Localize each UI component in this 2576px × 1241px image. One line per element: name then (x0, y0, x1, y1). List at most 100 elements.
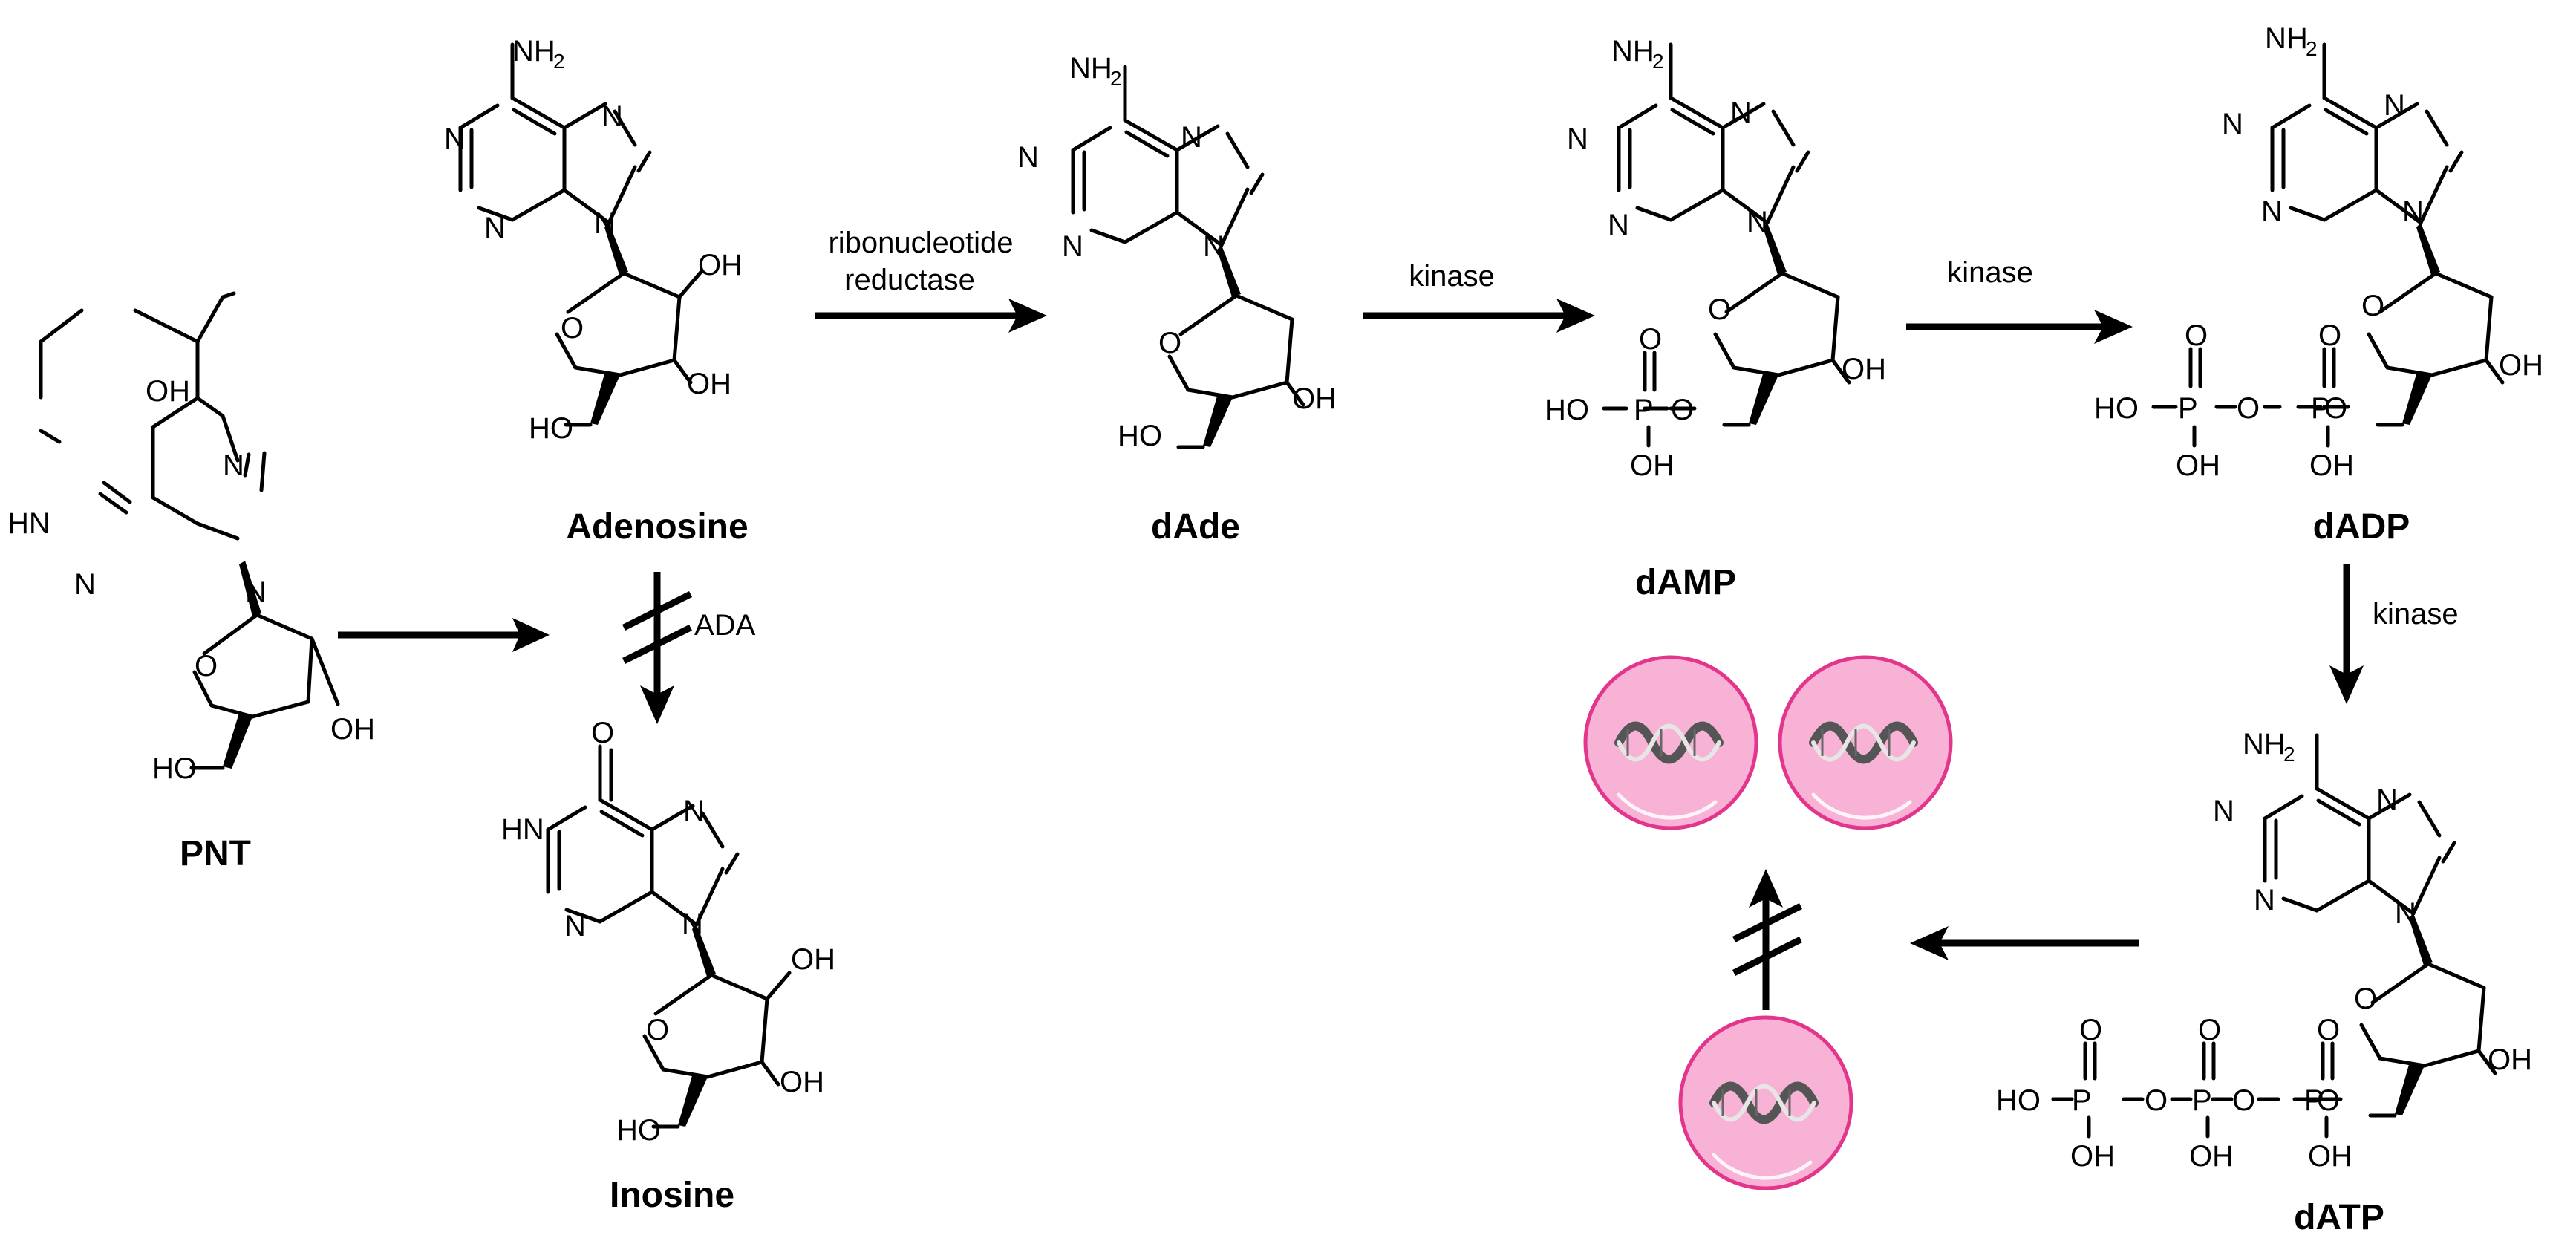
datp-nh2-subscript: 2 (2283, 743, 2295, 766)
inosine-n9-label: N (682, 908, 703, 941)
datp-p1-label: P (2304, 1084, 2324, 1117)
datp-p3-o-label: O (2079, 1014, 2102, 1046)
adenosine-label: Adenosine (566, 507, 748, 547)
datp-ring-o-label: O (2354, 983, 2377, 1015)
dade-n1-label: N (1017, 141, 1039, 174)
inosine-oh2-label: OH (791, 943, 835, 976)
inosine-n3-label: N (564, 910, 586, 942)
dadp-oh-label: OH (2499, 349, 2543, 382)
pnt-n2-label: N (74, 568, 96, 601)
adenosine-oh3-label: OH (687, 368, 731, 400)
dade-structure (1073, 67, 1305, 449)
ribonucleotide-reductase-label-line2: reductase (844, 264, 975, 296)
damp-structure (1619, 45, 1851, 427)
dadp-p1-oh-label: OH (2309, 449, 2354, 482)
cell-dna-2 (1780, 657, 1951, 828)
dade-n9-label: N (1203, 230, 1225, 263)
dadp-n1-label: N (2222, 108, 2243, 140)
adenosine-n7-label: N (601, 100, 623, 133)
dade-n7-label: N (1181, 121, 1202, 154)
dadp-p2-oh-label: OH (2176, 449, 2220, 482)
damp-po-label: O (1639, 323, 1662, 356)
inosine-ring-o-label: O (646, 1014, 669, 1046)
damp-n7-label: N (1730, 97, 1752, 129)
inosine-hn-label: HN (501, 813, 544, 846)
arrow-dade-to-damp (1363, 299, 1595, 333)
damp-p-label: P (1634, 394, 1654, 426)
datp-p2-label: P (2192, 1084, 2212, 1117)
datp-nh2-label: NH (2243, 728, 2286, 760)
pnt-label: PNT (180, 834, 251, 873)
pnt-o-label: O (195, 650, 218, 683)
kinase-label-2: kinase (1947, 256, 2033, 289)
dadp-o5-label: O (2324, 392, 2347, 425)
ada-label: ADA (694, 609, 756, 642)
pnt-hn-label: HN (7, 507, 50, 540)
inosine-n7-label: N (683, 795, 705, 827)
adenosine-oh2-label: OH (698, 249, 743, 281)
datp-p1-oh-label: OH (2308, 1140, 2352, 1173)
cell-dna-3 (1680, 1017, 1851, 1188)
arrow-adenosine-to-dade (815, 299, 1047, 333)
pnt-structure: OH HN N N N O OH HO (7, 291, 375, 785)
dadp-phosphates (2151, 347, 2350, 448)
adenosine-nh2-subscript: 2 (553, 50, 565, 73)
datp-p3-label: P (2072, 1084, 2092, 1117)
dadp-p1-label: P (2311, 392, 2331, 425)
damp-n9-label: N (1747, 206, 1768, 238)
datp-n3-label: N (2254, 884, 2275, 916)
datp-bridge2-o-label: O (2145, 1084, 2168, 1117)
damp-n3-label: N (1608, 209, 1629, 241)
dadp-p1-o-label: O (2318, 319, 2341, 352)
damp-n1-label: N (1567, 123, 1588, 155)
inosine-ho-label: HO (616, 1114, 661, 1147)
inosine-o-label: O (591, 717, 614, 749)
dadp-structure (2272, 45, 2505, 427)
dade-oh-label: OH (1292, 382, 1337, 415)
adenosine-n9-label: N (594, 207, 616, 240)
datp-phosphates (2051, 1041, 2343, 1139)
datp-oh-label: OH (2488, 1043, 2532, 1076)
dadp-ho-label: HO (2094, 392, 2139, 425)
adenosine-structure (460, 45, 704, 427)
damp-o5-label: O (1671, 394, 1694, 426)
datp-p2-o-label: O (2198, 1014, 2221, 1046)
adenosine-n3-label: N (484, 212, 506, 244)
dade-n3-label: N (1062, 230, 1083, 263)
adenosine-ho-label: HO (529, 412, 573, 445)
damp-ho-label: HO (1545, 394, 1589, 426)
adenosine-n1-label: N (444, 123, 466, 155)
dadp-nh2-subscript: 2 (2306, 37, 2318, 60)
pnt-oh-label: OH (146, 375, 190, 408)
damp-poh-label: OH (1630, 449, 1675, 482)
dade-label: dAde (1151, 507, 1240, 547)
pnt-n-label: N (245, 576, 267, 608)
damp-label: dAMP (1635, 563, 1736, 602)
pnt-n3-label: N (223, 449, 244, 482)
datp-n9-label: N (2395, 897, 2416, 930)
damp-ring-o-label: O (1708, 293, 1731, 326)
ribonucleotide-reductase-label-line1: ribonucleotide (828, 227, 1013, 259)
inosine-label: Inosine (610, 1176, 734, 1215)
dade-ho-label: HO (1118, 420, 1162, 452)
datp-ho-label: HO (1996, 1084, 2041, 1117)
arrow-damp-to-dadp (1906, 310, 2133, 344)
adenosine-o-label: O (561, 312, 584, 345)
adenosine-nh2-label: NH (512, 35, 555, 68)
inosine-structure (548, 746, 792, 1129)
cell-dna-1 (1585, 657, 1756, 828)
dadp-n7-label: N (2384, 89, 2405, 122)
arrow-dadp-to-datp (2329, 564, 2364, 704)
dadp-p2-label: P (2178, 392, 2198, 425)
dadp-bridge-o-label: O (2237, 392, 2260, 425)
arrow-pnt-to-ada (338, 618, 550, 652)
inosine-oh3-label: OH (780, 1066, 824, 1098)
datp-p2-oh-label: OH (2189, 1140, 2234, 1173)
dade-o-label: O (1158, 327, 1181, 359)
datp-o5-label: O (2317, 1084, 2340, 1117)
datp-n7-label: N (2376, 784, 2398, 816)
dadp-n3-label: N (2261, 195, 2283, 228)
kinase-label-1: kinase (1409, 260, 1495, 293)
datp-p3-oh-label: OH (2070, 1140, 2115, 1173)
dadp-label: dADP (2313, 507, 2410, 547)
